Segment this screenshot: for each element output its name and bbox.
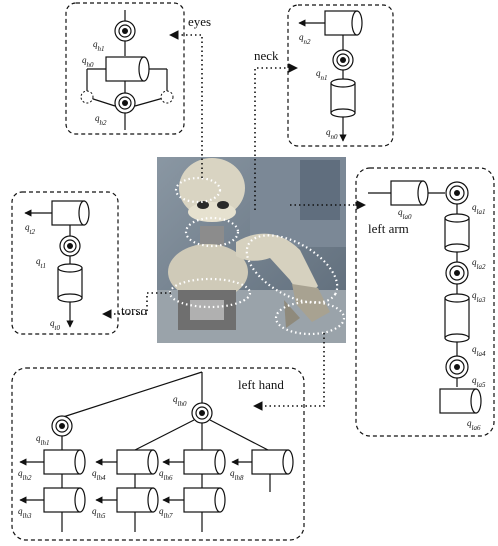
joint-label-la3: qla3 (472, 290, 486, 304)
left-arm-label: left arm (368, 221, 409, 236)
left-hand-panel: qlh1 qlh0 qlh2 qlh3 qlh4 qlh5 qlh6 qlh7 … (12, 368, 304, 540)
joint-label-lh1: qlh1 (36, 433, 49, 447)
torso-panel: qt2 qt1 qt0 torso (12, 192, 147, 334)
joint-label-lh5: qlh5 (92, 506, 106, 520)
joint-label-lh6: qlh6 (159, 468, 173, 482)
joint-label-t1: qt1 (36, 256, 46, 270)
left-hand-label: left hand (238, 377, 284, 392)
eyes-label: eyes (188, 14, 211, 29)
joint-label-la1: qla1 (472, 202, 485, 216)
joint-label-lh4: qlh4 (92, 468, 106, 482)
joint-label-h2: qh2 (95, 113, 107, 127)
joint-label-la4: qla4 (472, 344, 486, 358)
joint-label-la2: qla2 (472, 257, 486, 271)
joint-label-la0: qla0 (398, 207, 412, 221)
left-arm-panel: qla0 qla1 qla2 qla3 qla4 qla5 qla6 left … (356, 168, 494, 436)
joint-label-lh2: qlh2 (18, 468, 32, 482)
joint-label-la5: qla5 (472, 375, 486, 389)
joint-label-t2: qt2 (25, 222, 35, 236)
torso-label: torso (121, 303, 147, 318)
neck-label: neck (254, 48, 279, 63)
joint-label-n2: qn2 (299, 32, 311, 46)
joint-label-t0: qt0 (50, 318, 60, 332)
joint-label-lh8: qlh8 (230, 468, 244, 482)
joint-label-la6: qla6 (467, 418, 481, 432)
joint-label-n1: qn1 (316, 68, 328, 82)
joint-label-lh3: qlh3 (18, 506, 32, 520)
joint-label-h0: qh0 (82, 55, 94, 69)
neck-panel: qn2 qn1 qn0 neck (254, 5, 393, 146)
joint-label-lh0: qlh0 (173, 394, 187, 408)
joint-label-lh7: qlh7 (159, 506, 173, 520)
joint-label-h1: qh1 (93, 39, 105, 53)
robot-photo (157, 157, 348, 343)
joint-label-n0: qn0 (326, 127, 338, 141)
eyes-panel: qh1 qh0 qh2 eyes (66, 3, 211, 134)
